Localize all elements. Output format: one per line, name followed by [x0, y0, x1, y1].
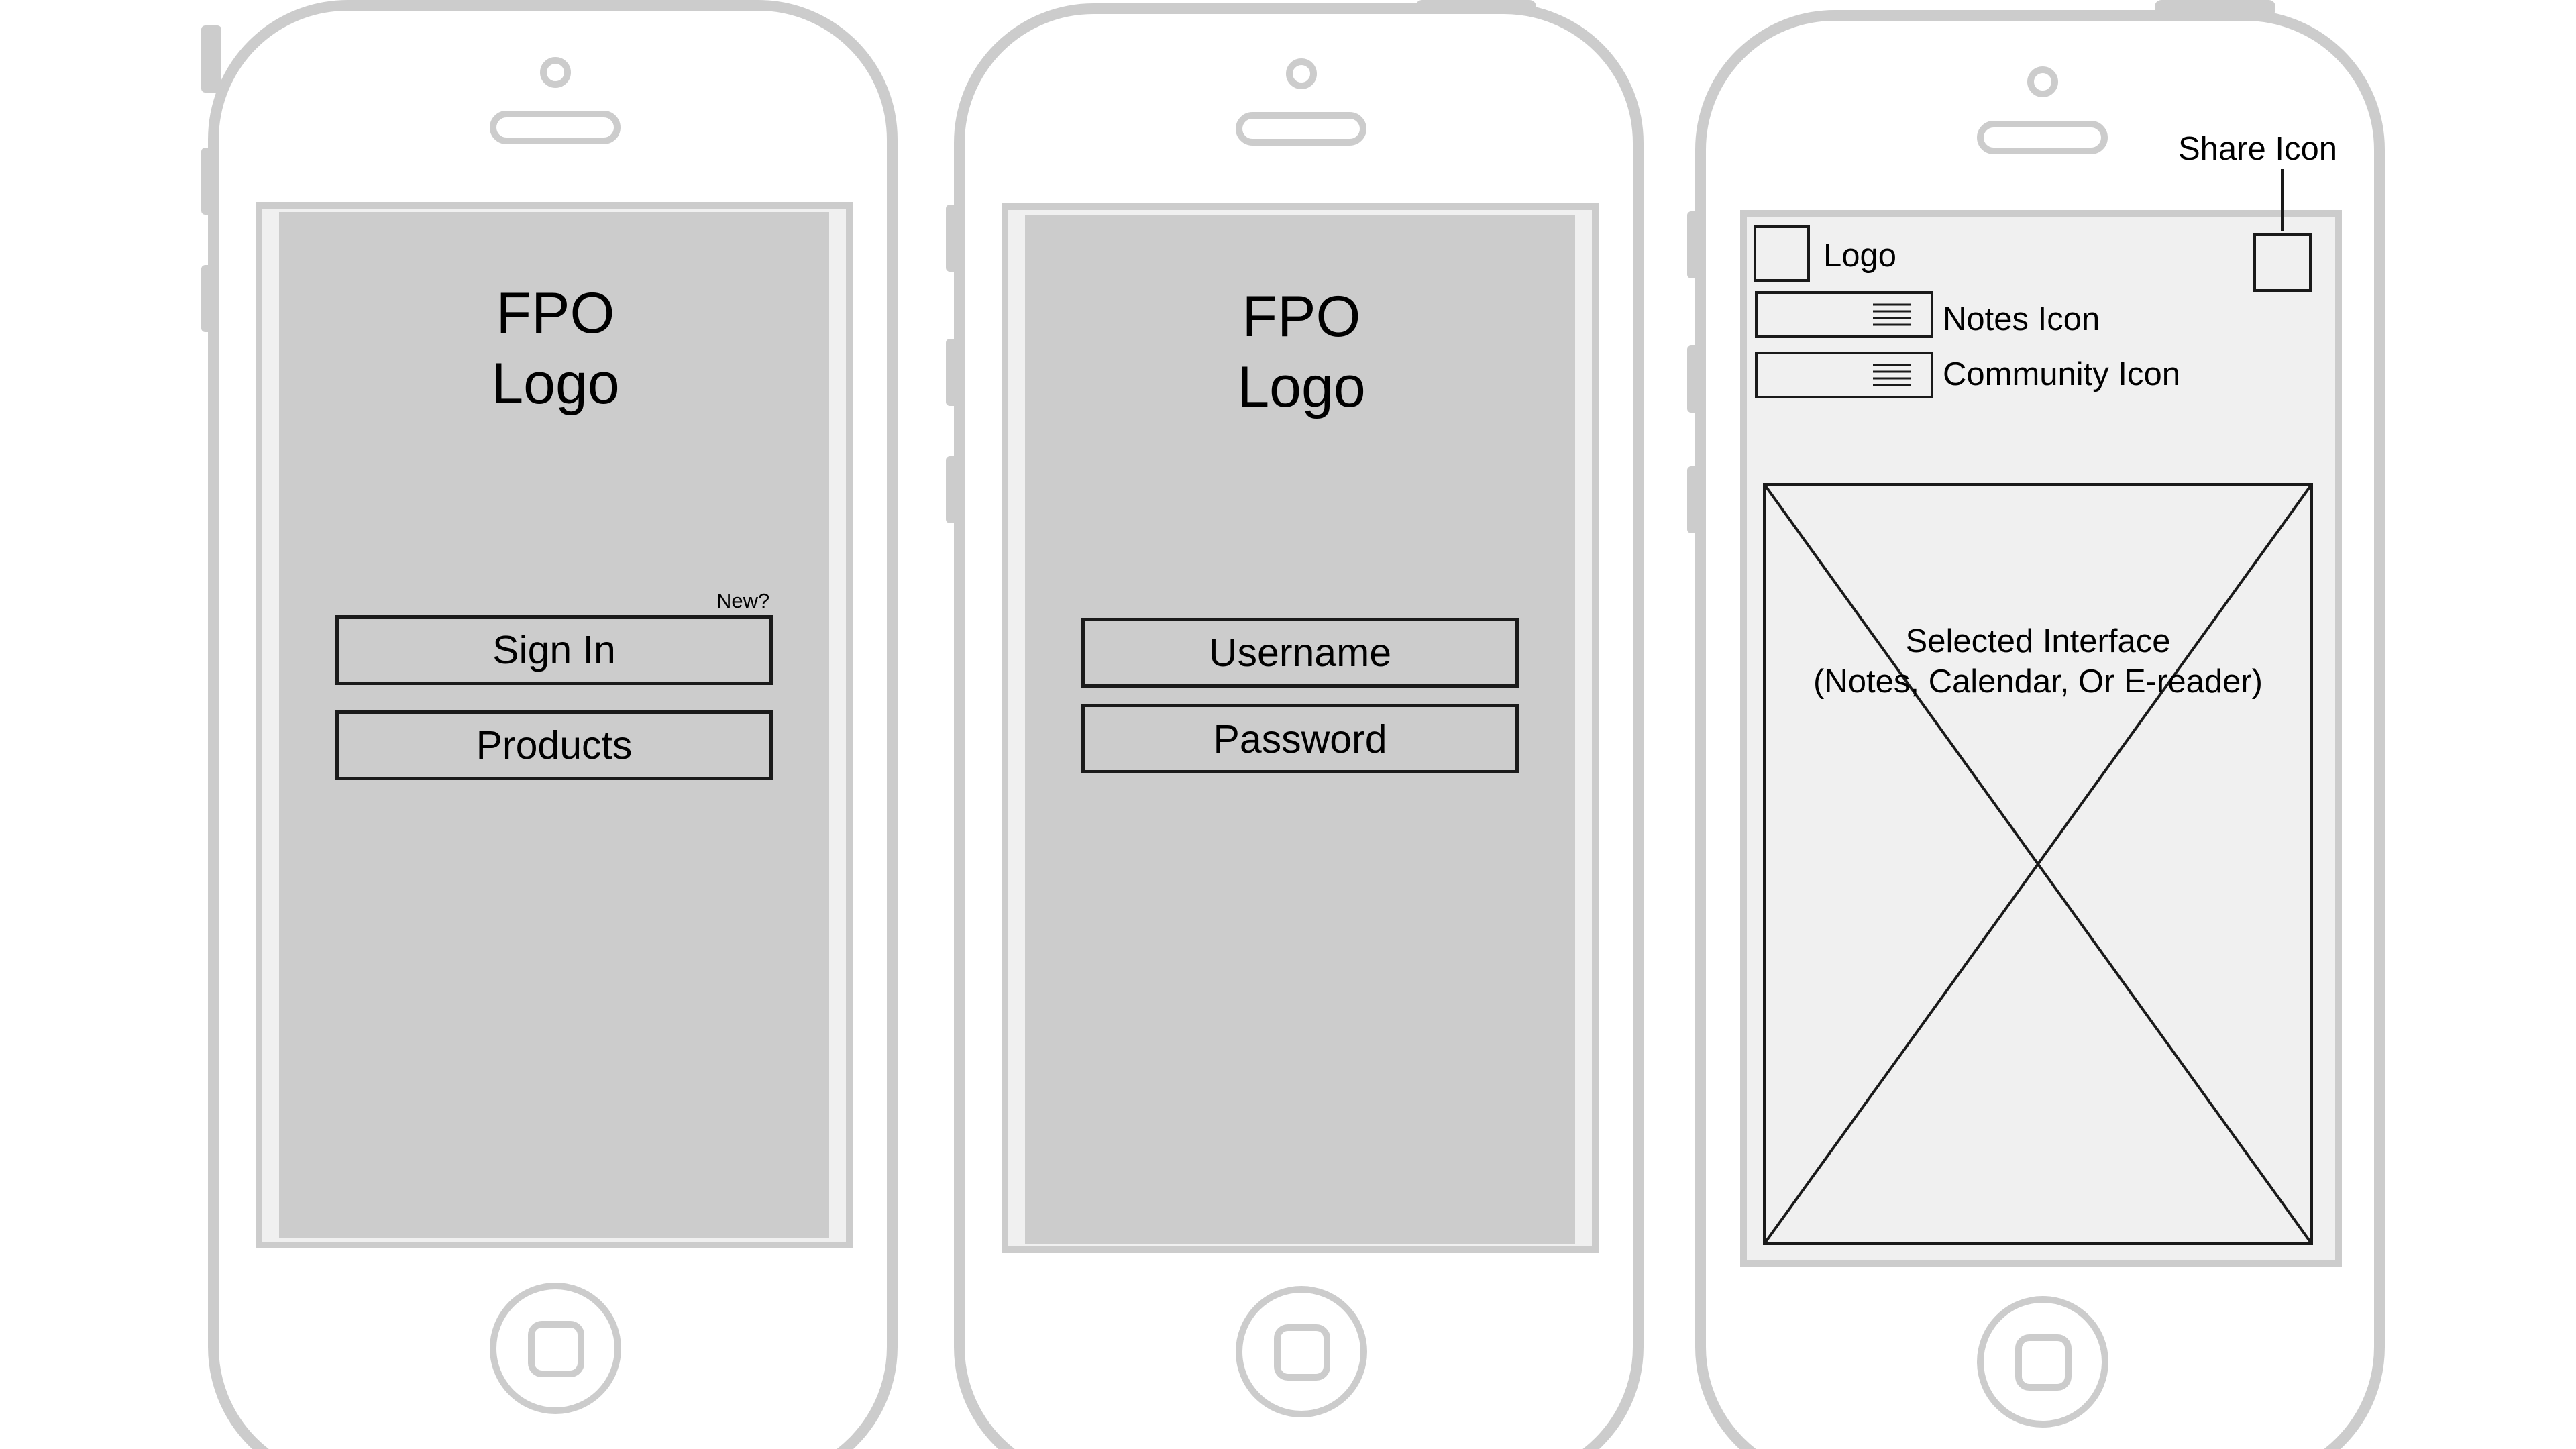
notes-icon-label: Notes Icon: [1943, 301, 2100, 337]
screen-2-logo-line-1: FPO: [1242, 284, 1361, 349]
community-icon-bar[interactable]: [1755, 352, 1933, 398]
password-field[interactable]: Password: [1081, 704, 1519, 773]
phone-1-home-button[interactable]: [490, 1283, 621, 1414]
phone-3-screen: [1740, 210, 2342, 1267]
selected-interface-placeholder: [1763, 483, 2313, 1245]
screen-2-logo-placeholder: FPO Logo: [1167, 282, 1436, 423]
screen-1-logo-line-1: FPO: [496, 281, 615, 345]
username-field[interactable]: Username: [1081, 618, 1519, 688]
logo-label: Logo: [1823, 237, 1897, 274]
phone-1-camera: [540, 57, 571, 88]
phone-2-speaker: [1236, 112, 1366, 146]
phone-1-speaker: [490, 111, 621, 144]
community-menu-icon: [1873, 360, 1911, 391]
phone-1-mute-switch: [201, 25, 221, 93]
notes-icon-bar[interactable]: [1755, 291, 1933, 338]
selected-interface-line-1: Selected Interface: [1905, 623, 2171, 659]
phone-2: [946, 0, 1644, 1449]
phone-3-speaker: [1977, 121, 2108, 154]
notes-menu-icon: [1873, 299, 1911, 331]
selected-interface-line-2: (Notes, Calendar, Or E-reader): [1813, 663, 2263, 700]
phone-3-home-square: [2015, 1334, 2072, 1391]
screen-1-logo-placeholder: FPO Logo: [421, 278, 690, 419]
screen-1-logo-line-2: Logo: [491, 352, 620, 416]
phone-1-screen: [279, 212, 829, 1238]
phone-3: [1687, 0, 2385, 1449]
community-icon-label: Community Icon: [1943, 356, 2181, 392]
share-icon-label: Share Icon: [2178, 131, 2337, 167]
phone-2-home-square: [1274, 1324, 1330, 1381]
phone-3-camera: [2027, 66, 2058, 97]
share-icon-box[interactable]: [2253, 233, 2312, 292]
sign-in-button[interactable]: Sign In: [335, 615, 773, 685]
phone-2-camera: [1286, 58, 1317, 89]
phone-3-home-button[interactable]: [1977, 1296, 2108, 1428]
phone-2-home-button[interactable]: [1236, 1286, 1367, 1417]
phone-1-home-square: [528, 1321, 584, 1377]
logo-placeholder-box: [1754, 225, 1810, 282]
products-button[interactable]: Products: [335, 710, 773, 780]
new-user-link[interactable]: New?: [716, 589, 770, 612]
selected-interface-caption: Selected Interface (Notes, Calendar, Or …: [1770, 621, 2306, 702]
phone-2-screen: [1025, 215, 1575, 1244]
phone-1: [201, 0, 898, 1449]
placeholder-cross-line-2: [1763, 483, 2313, 1245]
screen-2-logo-line-2: Logo: [1237, 355, 1366, 419]
